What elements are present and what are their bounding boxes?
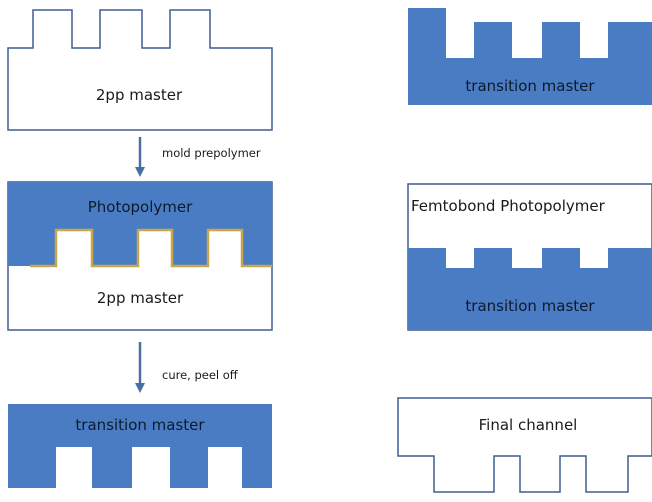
mold-interface-line: [30, 228, 272, 268]
photopolymer-label: Photopolymer: [88, 198, 193, 216]
transition-master-1: transition master: [8, 404, 272, 488]
transition-1-label: transition master: [75, 416, 205, 434]
master-1-shape: [7, 9, 273, 131]
final-channel: Final channel: [397, 397, 652, 493]
arrow-2-label: cure, peel off: [162, 368, 239, 382]
final-channel-shape: [397, 397, 652, 493]
transition-master-2: transition master: [408, 8, 652, 105]
transition-2-label: transition master: [465, 77, 595, 95]
arrow-step-2: cure, peel off: [135, 342, 239, 393]
master-step-1: 2pp master: [7, 9, 273, 131]
transition-2-shape: [408, 8, 652, 105]
final-channel-label: Final channel: [479, 416, 578, 434]
transition-3-label: transition master: [465, 297, 595, 315]
femtobond-label: Femtobond Photopolymer: [411, 197, 606, 215]
photopolymer-layer: [8, 182, 272, 266]
master-2-label: 2pp master: [97, 289, 184, 307]
bonding-step: Femtobond Photopolymer transition master: [407, 183, 652, 331]
transition-1-shape: [8, 404, 272, 488]
molding-step: Photopolymer 2pp master: [7, 181, 273, 331]
arrow-step-1: mold prepolymer: [135, 137, 261, 177]
arrow-1-label: mold prepolymer: [162, 146, 261, 160]
master-1-label: 2pp master: [96, 86, 183, 104]
transition-3-shape: [408, 248, 652, 330]
